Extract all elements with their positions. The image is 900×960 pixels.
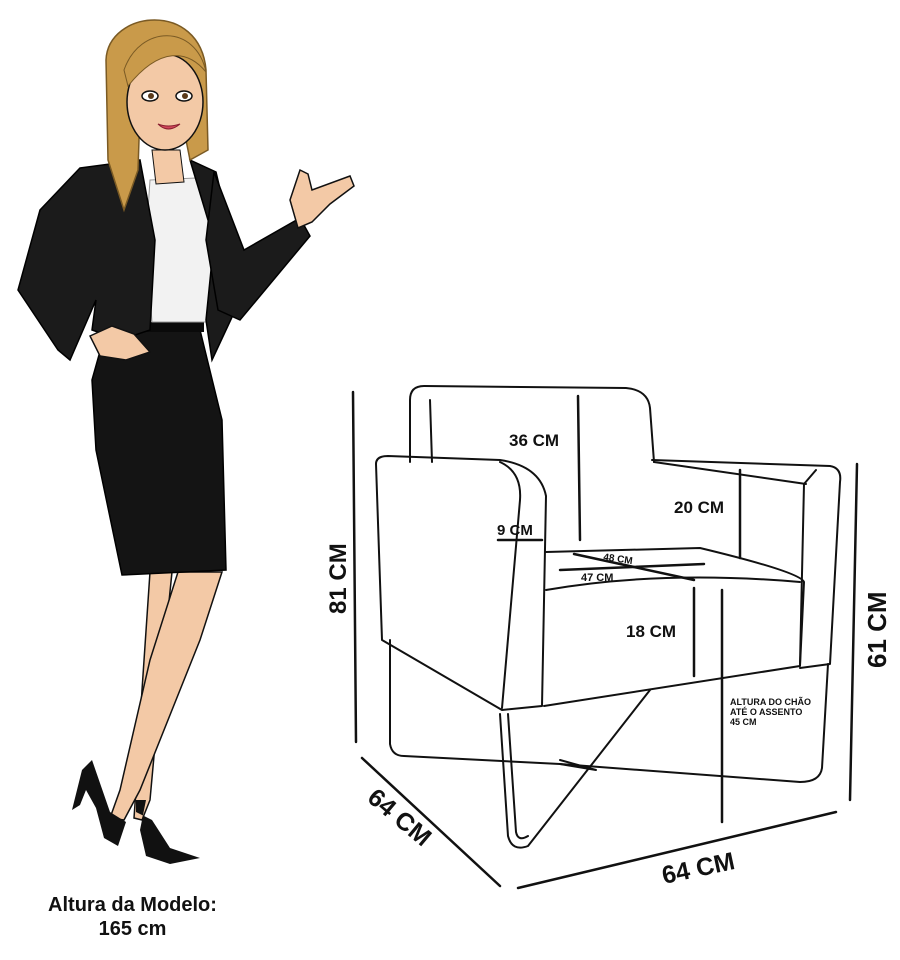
chair-right-armrest	[651, 459, 842, 669]
dimension-lines	[351, 390, 859, 890]
dim-backrest-line	[576, 394, 582, 542]
label-side-height: 61 CM	[862, 591, 892, 668]
chair-left-armrest	[375, 455, 547, 711]
model-height-caption: Altura da Modelo: 165 cm	[0, 893, 265, 941]
label-seat-depth: 48 CM	[603, 552, 634, 567]
jacket	[17, 159, 156, 362]
caption-line-2: 165 cm	[98, 918, 167, 940]
label-width: 64 CM	[659, 847, 737, 890]
dim-total-height-line	[351, 390, 358, 744]
dim-width-line	[516, 810, 838, 890]
label-cushion-height: 18 CM	[626, 622, 676, 641]
caption-line-1: Altura da Modelo:	[48, 894, 217, 916]
label-seat-height-line2: ATÉ O ASSENTO	[730, 707, 802, 717]
armchair-drawing	[375, 385, 842, 849]
label-armrest-width: 9 CM	[497, 522, 533, 539]
chair-backrest	[409, 385, 655, 463]
label-total-height: 81 CM	[325, 543, 352, 614]
dim-side-height-line	[848, 462, 859, 802]
chair-seat	[543, 547, 805, 707]
label-armrest-height: 20 CM	[674, 498, 724, 517]
dim-seat-width-line	[558, 562, 706, 572]
skirt	[91, 329, 227, 576]
dim-depth-line	[360, 756, 502, 888]
label-seat-width: 47 CM	[581, 572, 613, 584]
model-illustration	[17, 19, 355, 864]
label-backrest-height: 36 CM	[509, 431, 559, 450]
label-seat-height-line3: 45 CM	[730, 717, 757, 727]
dimension-labels: 36 CM 20 CM 9 CM 48 CM 47 CM 18 CM ALTUR…	[325, 431, 892, 890]
label-seat-height-line1: ALTURA DO CHÃO	[730, 697, 811, 707]
